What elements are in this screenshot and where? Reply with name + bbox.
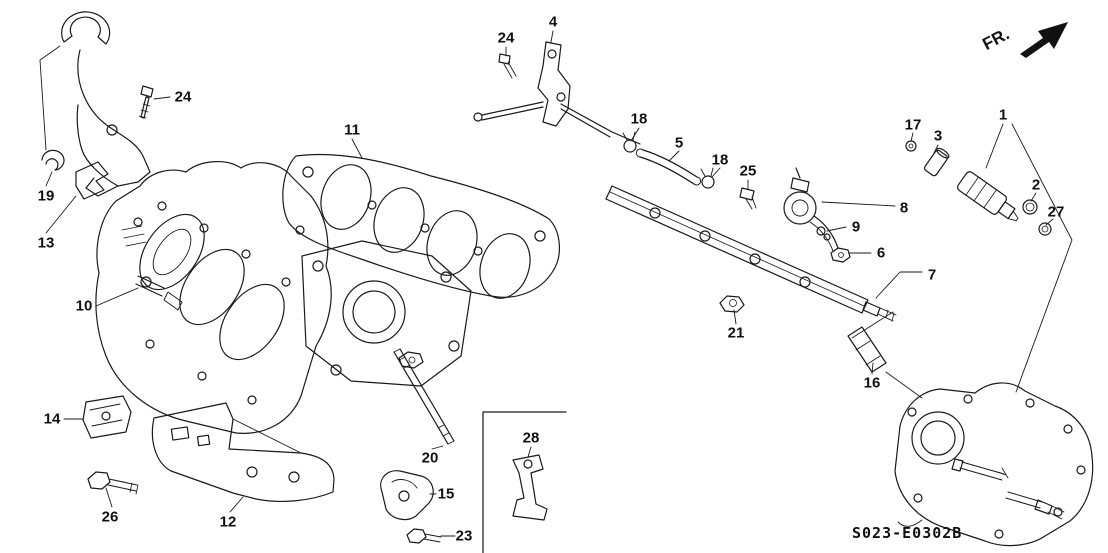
callout-8: 8 xyxy=(899,199,909,217)
cable-rod xyxy=(473,101,641,145)
callout-24-a: 24 xyxy=(174,88,192,106)
callout-4: 4 xyxy=(548,13,558,31)
cushion-ring-2 xyxy=(1022,199,1038,215)
callout-21: 21 xyxy=(727,324,745,342)
fork-clamp-13 xyxy=(75,161,109,200)
fuel-rail-7 xyxy=(605,185,897,322)
callout-14: 14 xyxy=(43,410,61,428)
callout-11: 11 xyxy=(344,121,360,139)
injector-body-1 xyxy=(957,171,1019,222)
callout-18-b: 18 xyxy=(711,151,729,169)
harness-clamp-15 xyxy=(380,470,434,521)
mounting-stud-20 xyxy=(393,348,455,445)
callout-16: 16 xyxy=(863,374,881,392)
manifold-stay-bracket xyxy=(151,402,335,503)
pipe-clamp-14 xyxy=(82,395,132,439)
lower-intake-manifold xyxy=(894,382,1094,547)
callout-2: 2 xyxy=(1031,176,1041,194)
diagram-code: S023-E0302B xyxy=(852,524,963,542)
callout-20: 20 xyxy=(421,449,439,467)
clip-19 xyxy=(41,149,65,171)
fr-arrow-icon xyxy=(1020,22,1068,58)
fuel-hose-5 xyxy=(635,148,702,186)
washer-17 xyxy=(905,140,917,152)
callout-12: 12 xyxy=(219,513,237,531)
callout-10: 10 xyxy=(75,297,93,315)
callout-25: 25 xyxy=(739,162,757,180)
callout-19: 19 xyxy=(37,187,55,205)
fuel-pipe-10 xyxy=(135,275,183,311)
fuel-injector-assembly xyxy=(905,140,1052,236)
callout-24-b: 24 xyxy=(497,29,515,47)
callout-9: 9 xyxy=(851,218,861,236)
rail-nut-21 xyxy=(719,295,745,313)
callout-13: 13 xyxy=(37,234,55,252)
intake-manifold xyxy=(95,161,332,434)
callout-1: 1 xyxy=(998,106,1008,124)
bracket-bolt-24 xyxy=(498,53,517,79)
callout-7: 7 xyxy=(927,266,937,284)
stud-nut xyxy=(398,351,424,369)
seal-ring-27 xyxy=(1038,222,1052,236)
callout-26: 26 xyxy=(101,508,119,526)
sensor-joint-16 xyxy=(847,311,923,399)
callout-18-a: 18 xyxy=(630,110,648,128)
callout-15: 15 xyxy=(437,485,455,503)
hose-clamp-18-a xyxy=(622,131,637,153)
bolt-6 xyxy=(830,247,851,263)
joint-bolt-25 xyxy=(739,187,757,210)
callout-3: 3 xyxy=(933,127,943,145)
callout-28: 28 xyxy=(522,429,540,447)
callout-23: 23 xyxy=(455,527,473,545)
manifold-gasket xyxy=(282,153,560,299)
harness-clamp-bracket xyxy=(39,11,154,200)
flange-bolt-26 xyxy=(87,471,139,495)
hose-clamp-18-b xyxy=(700,167,715,189)
pressure-regulator-8 xyxy=(783,167,839,252)
callout-17: 17 xyxy=(904,116,922,134)
bolt-24-top-left xyxy=(140,85,154,98)
throttle-cable-bracket-4 xyxy=(537,41,571,127)
callout-27: 27 xyxy=(1047,203,1065,221)
callout-6: 6 xyxy=(876,244,886,262)
callout-5: 5 xyxy=(674,134,684,152)
leader-lines xyxy=(45,30,1073,537)
manifold-flange xyxy=(301,240,472,387)
bracket-28 xyxy=(482,411,567,553)
clamp-bolt-23 xyxy=(406,528,442,544)
injector-filter-3 xyxy=(923,147,950,177)
clip-9 xyxy=(816,226,831,241)
